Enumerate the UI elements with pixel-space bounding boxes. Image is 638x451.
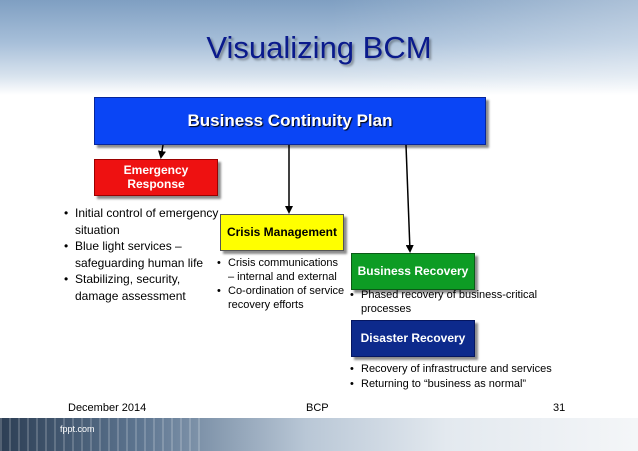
bullet-item: Phased recovery of business-critical pro… (350, 288, 590, 316)
emergency-response-box: Emergency Response (94, 159, 218, 196)
disaster-recovery-bullets: Recovery of infrastructure and services … (350, 362, 600, 391)
bullet-item: Co-ordination of service recovery effort… (217, 284, 345, 312)
slide-title: Visualizing BCM (206, 30, 432, 65)
crisis-management-bullets: Crisis communications – internal and ext… (217, 256, 345, 312)
business-recovery-bullets: Phased recovery of business-critical pro… (350, 288, 590, 316)
footer-date: December 2014 (68, 402, 147, 414)
bullet-item: Initial control of emergency situation (64, 205, 219, 238)
footer-logo: fppt.com (60, 424, 95, 434)
footer-background (0, 418, 638, 451)
disaster-recovery-box: Disaster Recovery (351, 320, 475, 357)
edge-root-to-business-recovery (405, 144, 414, 253)
bullet-item: Returning to “business as normal” (350, 377, 600, 392)
sky-glow (330, 0, 638, 95)
crisis-management-box: Crisis Management (220, 214, 344, 251)
business-continuity-plan-box: Business Continuity Plan (94, 97, 486, 145)
bullet-item: Recovery of infrastructure and services (350, 362, 600, 377)
bullet-item: Blue light services – safeguarding human… (64, 238, 219, 271)
bullet-item: Crisis communications – internal and ext… (217, 256, 345, 284)
footer-label: BCP (306, 402, 329, 414)
edge-root-to-emergency (158, 144, 166, 159)
emergency-response-bullets: Initial control of emergency situation B… (64, 205, 219, 304)
sky-background (0, 0, 638, 95)
business-recovery-box: Business Recovery (351, 253, 475, 290)
page-number: 31 (553, 402, 566, 414)
bullet-item: Stabilizing, security, damage assessment (64, 271, 219, 304)
